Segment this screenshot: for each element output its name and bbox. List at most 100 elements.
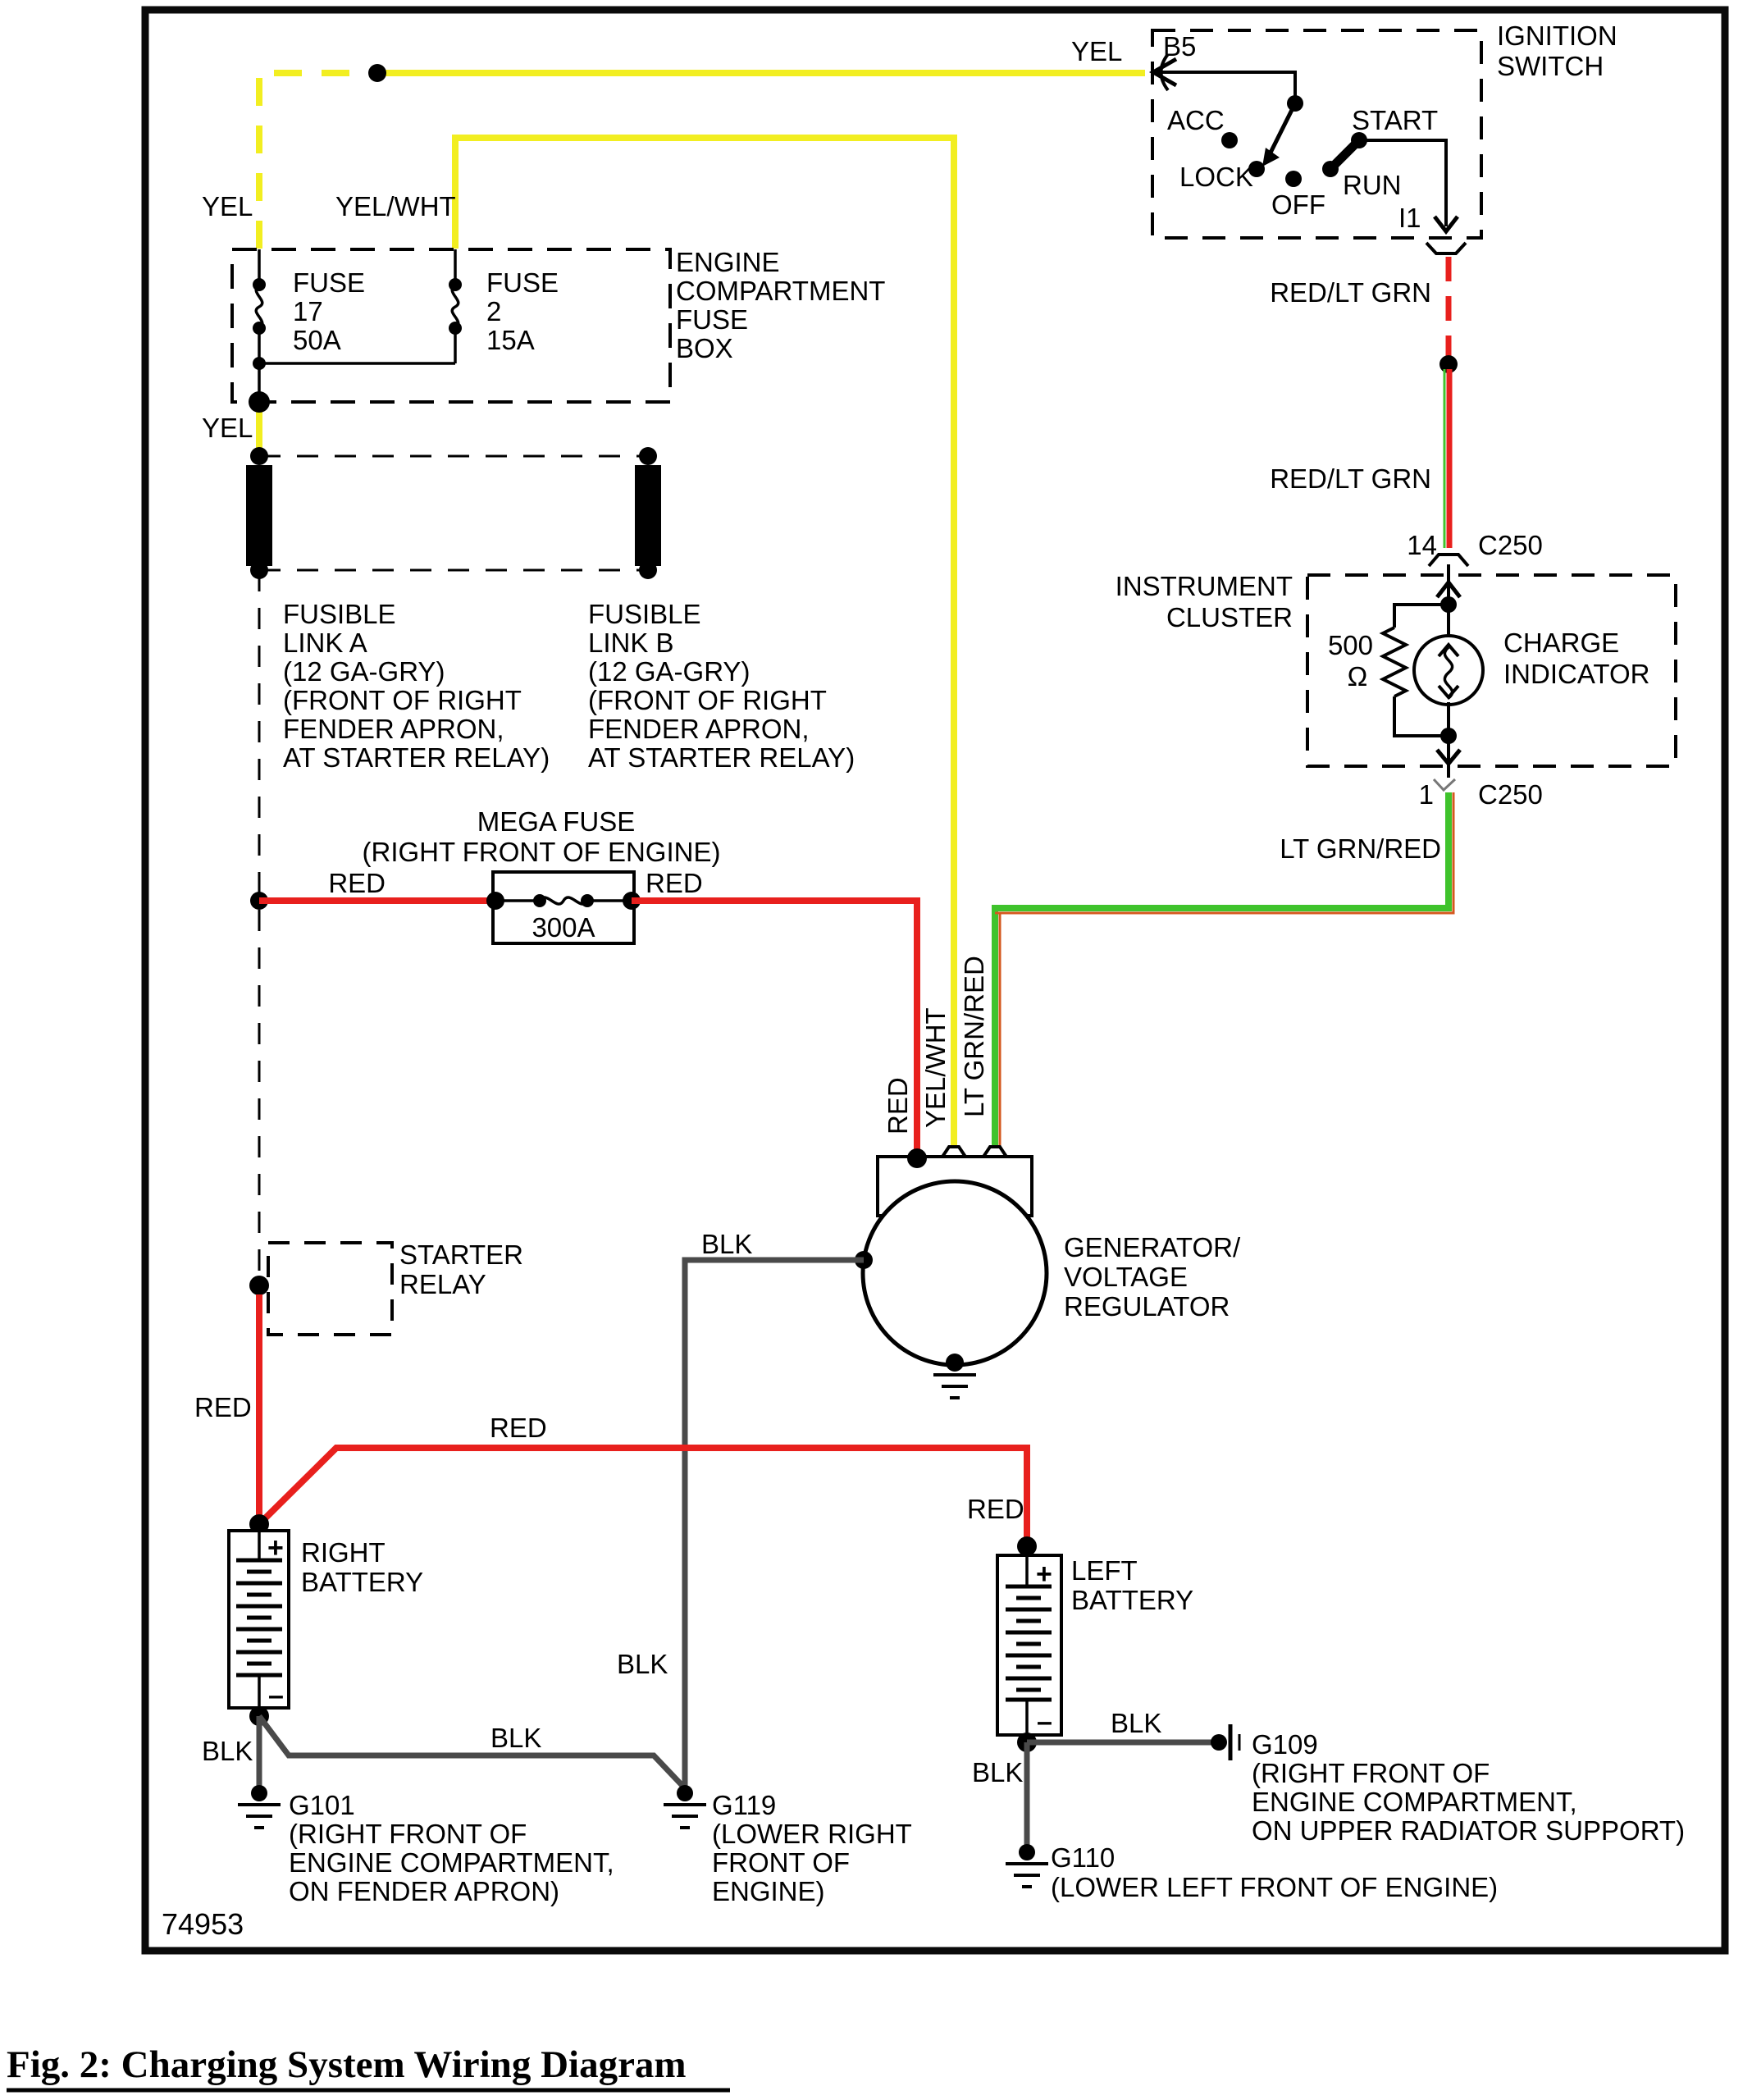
ground-id: G119 <box>712 1790 776 1820</box>
svg-text:ENGINE COMPARTMENT,: ENGINE COMPARTMENT, <box>289 1847 614 1878</box>
ground-icon <box>238 1803 281 1829</box>
svg-text:FRONT OF: FRONT OF <box>712 1847 850 1878</box>
gen-terminal-label-yel-wht: YEL/WHT <box>920 1007 951 1128</box>
right-battery-component: + – RIGHT BATTERY <box>227 1514 423 1726</box>
svg-text:AT STARTER RELAY): AT STARTER RELAY) <box>283 742 550 773</box>
starter-relay-title-2: RELAY <box>399 1269 486 1299</box>
generator-component: GENERATOR/ VOLTAGE REGULATOR <box>855 1145 1241 1399</box>
switch-blade <box>1327 137 1362 172</box>
conn-c250-top: C250 <box>1478 530 1543 560</box>
drawing-number: 74953 <box>162 1907 244 1941</box>
cluster-title-1: INSTRUMENT <box>1116 571 1293 601</box>
fusible-link-a-icon <box>246 465 272 566</box>
svg-text:ENGINE COMPARTMENT,: ENGINE COMPARTMENT, <box>1252 1787 1577 1817</box>
svg-text:ON FENDER APRON): ON FENDER APRON) <box>289 1876 559 1906</box>
ground-g101: G101 (RIGHT FRONT OF ENGINE COMPARTMENT,… <box>238 1785 614 1906</box>
mega-fuse-title: MEGA FUSE <box>477 806 636 837</box>
starter-relay-component: STARTER RELAY <box>249 1239 523 1336</box>
conn-c250-pin1: 1 <box>1419 779 1434 810</box>
ground-g110: G110 (LOWER LEFT FRONT OF ENGINE) <box>1006 1842 1498 1902</box>
fusebox-title-1: ENGINE <box>676 247 780 277</box>
wire-label-red-2: RED <box>646 868 703 898</box>
svg-text:(LOWER RIGHT: (LOWER RIGHT <box>712 1819 912 1849</box>
mega-fuse-rating: 300A <box>532 912 595 943</box>
wire-red-lt-grn <box>1439 257 1458 548</box>
fuse-element-icon <box>450 283 460 330</box>
fuse-element-icon <box>254 283 264 330</box>
wire-lt-grn-red <box>992 792 1455 1147</box>
fusebox-title-4: BOX <box>676 333 733 363</box>
generator-title-1: GENERATOR/ <box>1064 1232 1241 1262</box>
gen-terminal-label-lt-grn-red: LT GRN/RED <box>959 956 989 1117</box>
arrow-up-icon <box>1435 578 1462 599</box>
svg-text:FENDER APRON,: FENDER APRON, <box>588 714 810 744</box>
ground-icon <box>1006 1862 1048 1888</box>
fuse17-label-3: 50A <box>293 325 341 355</box>
left-battery-title-1: LEFT <box>1071 1555 1138 1586</box>
fuse2-label-2: 2 <box>486 296 501 326</box>
wire-blk-rbat-g119 <box>257 1714 687 1791</box>
battery-plates-icon <box>236 1558 282 1678</box>
contact-acc <box>1221 132 1238 148</box>
pin-label-b5: B5 <box>1163 31 1196 62</box>
ground-id: G110 <box>1051 1842 1115 1873</box>
resistor-icon <box>1379 626 1410 698</box>
connector-icon <box>941 1145 967 1158</box>
fuse17-label-2: 17 <box>293 296 323 326</box>
wire-label-blk-2: BLK <box>490 1723 541 1753</box>
wire-label-yel-below-fusebox: YEL <box>202 413 253 443</box>
arrow-down-icon <box>1435 748 1462 767</box>
wire-label-yel-wht: YEL/WHT <box>335 191 456 221</box>
svg-text:FUSIBLE: FUSIBLE <box>283 599 396 629</box>
wire-label-blk-5: BLK <box>972 1757 1023 1787</box>
wire-label-red-3: RED <box>194 1392 252 1422</box>
contact-off <box>1285 171 1302 187</box>
svg-text:FENDER APRON,: FENDER APRON, <box>283 714 504 744</box>
connector-c250-top-icon <box>1427 553 1470 568</box>
wire-blk-generator <box>682 1257 864 1788</box>
connector-c250-bottom-icon <box>1432 778 1457 792</box>
wire-label-lt-grn-red: LT GRN/RED <box>1280 833 1441 864</box>
plus-sign: + <box>1036 1559 1052 1590</box>
ground-id: G101 <box>289 1790 355 1820</box>
fuse-element-icon <box>538 896 589 906</box>
conn-c250-pin14: 14 <box>1407 530 1437 560</box>
ignition-title-2: SWITCH <box>1497 51 1604 81</box>
fusible-links-component: FUSIBLE LINK A (12 GA-GRY) (FRONT OF RIG… <box>246 447 855 773</box>
pos-label-acc: ACC <box>1167 105 1225 135</box>
wire-label-blk-3: BLK <box>617 1649 668 1679</box>
mega-fuse-location: (RIGHT FRONT OF ENGINE) <box>363 837 721 867</box>
wire-label-yel-ignition: YEL <box>1071 36 1122 66</box>
arrowhead-icon <box>1262 148 1280 167</box>
resistor-unit: Ω <box>1348 661 1368 692</box>
wire-label-red-lt-grn-2: RED/LT GRN <box>1270 463 1431 494</box>
fuse-box-component: FUSE 17 50A FUSE 2 15A ENGINE COMPARTMEN… <box>230 247 885 413</box>
ignition-switch-component: B5 ACC LOCK OFF RUN START I1 IGNITION SW… <box>1148 21 1617 255</box>
svg-text:(FRONT OF RIGHT: (FRONT OF RIGHT <box>283 685 522 715</box>
conn-c250-bottom: C250 <box>1478 779 1543 810</box>
svg-text:(RIGHT FRONT OF: (RIGHT FRONT OF <box>289 1819 527 1849</box>
ground-id: G109 <box>1252 1729 1318 1760</box>
right-battery-title-2: BATTERY <box>301 1567 423 1597</box>
wire-label-blk-gen: BLK <box>701 1229 752 1259</box>
wire-red-to-generator <box>632 897 920 1153</box>
ground-icon <box>933 1373 976 1399</box>
generator-body-icon <box>860 1179 1049 1367</box>
resistor-value: 500 <box>1328 630 1373 660</box>
svg-text:AT STARTER RELAY): AT STARTER RELAY) <box>588 742 855 773</box>
ground-icon <box>664 1803 706 1829</box>
wire-label-red-1: RED <box>328 868 386 898</box>
wire-label-blk-4: BLK <box>1111 1708 1161 1738</box>
minus-sign: – <box>268 1680 284 1711</box>
indicator-label-2: INDICATOR <box>1503 659 1649 689</box>
connector-icon <box>982 1145 1008 1158</box>
left-battery-title-2: BATTERY <box>1071 1585 1193 1615</box>
svg-text:LINK B: LINK B <box>588 628 674 658</box>
instrument-cluster-component: 14 C250 INSTRUMENT CLUSTER 500 Ω 1 C250 … <box>1116 530 1677 810</box>
wire-label-yel-left: YEL <box>202 191 253 221</box>
pin-label-i1: I1 <box>1398 203 1421 233</box>
mega-fuse-component: MEGA FUSE (RIGHT FRONT OF ENGINE) RED 30… <box>250 806 721 945</box>
wire-yel-wht <box>452 135 957 1147</box>
